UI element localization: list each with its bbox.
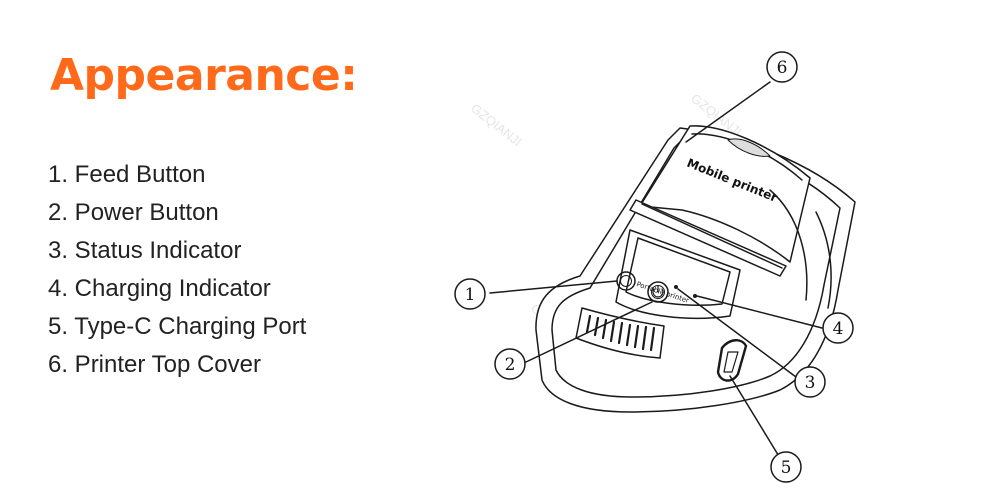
callout-circle [454,278,486,310]
leader-line-4 [696,295,823,329]
callout-number: 5 [781,458,792,478]
feed-button-inner [620,275,632,287]
feature-item-feed-button: 1. Feed Button [48,161,206,188]
callout-3: 3 [794,366,826,398]
side-contour [769,189,808,301]
leader-line-3 [677,288,797,378]
feature-item-charging-indicator: 4. Charging Indicator [48,275,271,302]
callout-circle [770,451,802,483]
paper-slot-edge [641,203,783,269]
callout-6: 6 [766,51,798,83]
feature-item-top-cover: 6. Printer Top Cover [48,351,261,378]
side-contour [815,211,832,309]
feature-item-status-indicator: 3. Status Indicator [48,237,242,264]
printer-diagram: GZQIANJI GZQIANJI GZQIANJI Mobile printe… [454,51,856,483]
watermark-text: GZQIANJI [468,101,524,150]
paper-slot [629,199,787,277]
power-button [647,281,669,303]
callout-1: 1 [454,278,486,310]
callout-number: 3 [805,373,816,393]
top-cover [639,125,811,263]
callout-number: 1 [465,285,476,305]
callout-5: 5 [770,451,802,483]
front-grille-slots [585,314,656,352]
display-window [625,237,731,306]
callout-number: 2 [505,355,516,375]
front-panel [615,229,741,320]
page-title: Appearance: [50,50,358,101]
callout-circle [766,51,798,83]
leader-line-1 [489,280,618,294]
leader-line-6 [685,81,771,143]
leader-line-5 [729,375,781,459]
callout-4: 4 [822,312,854,344]
charging-indicator-led [693,294,697,298]
feature-list: 1. Feed Button 2. Power Button 3. Status… [48,156,306,384]
callout-circle [822,312,854,344]
feature-item-type-c-port: 5. Type-C Charging Port [48,313,307,340]
callout-circle [794,366,826,398]
feature-item-power-button: 2. Power Button [48,199,219,226]
type-c-port-inner [723,351,739,373]
callout-number: 6 [777,58,788,78]
status-indicator-led [674,285,678,289]
leader-line-2 [525,301,653,363]
front-grille-frame [575,307,665,359]
type-c-port [716,339,748,382]
cover-notch [727,138,771,157]
callout-circle [494,348,526,380]
callout-number: 4 [833,319,844,339]
callout-2: 2 [494,348,526,380]
power-icon [652,285,664,298]
